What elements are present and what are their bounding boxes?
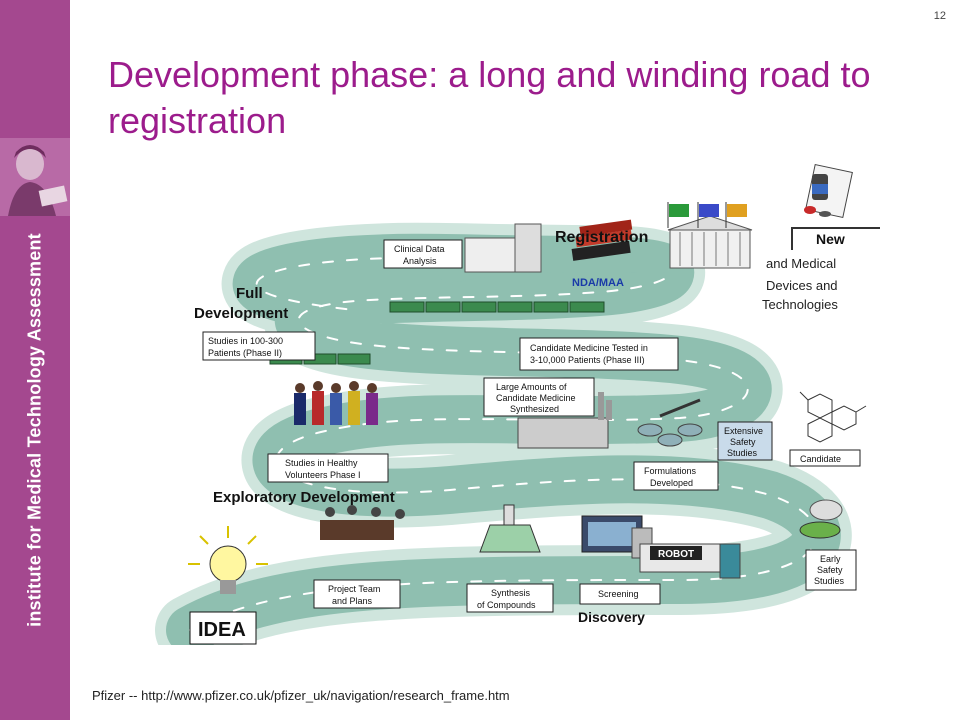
project-team-line2: and Plans xyxy=(332,596,373,606)
sidebar-label: institute for Medical Technology Assessm… xyxy=(24,233,45,627)
lab-mouse-icon xyxy=(799,499,843,539)
extensive-safety-line2: Safety xyxy=(730,437,756,447)
regulator-building-icon xyxy=(667,215,753,269)
early-safety-line1: Early xyxy=(820,554,841,564)
new-line-1: and Medical xyxy=(766,256,836,271)
screening-label: Screening xyxy=(598,589,639,599)
discovery-label: Discovery xyxy=(578,609,645,625)
meeting-table-icon xyxy=(320,505,405,540)
volunteers-group-icon xyxy=(294,381,378,425)
source-citation: Pfizer -- http://www.pfizer.co.uk/pfizer… xyxy=(92,688,510,703)
new-line-2: Devices and xyxy=(766,278,838,293)
large-amounts-line2: Candidate Medicine xyxy=(496,393,576,403)
flags-icon xyxy=(667,202,747,228)
clinical-data-line2: Analysis xyxy=(403,256,437,266)
idea-label: IDEA xyxy=(198,619,246,641)
extensive-safety-line3: Studies xyxy=(727,448,758,458)
robot-label: ROBOT xyxy=(658,549,694,560)
new-line-3: Technologies xyxy=(762,297,838,312)
idea-sign xyxy=(189,611,257,645)
volunteers-line2: Volunteers Phase I xyxy=(285,470,361,480)
synthesis-line2: of Compounds xyxy=(477,600,536,610)
candidate-label: Candidate xyxy=(800,454,841,464)
phase3-line1: Candidate Medicine Tested in xyxy=(530,343,648,353)
early-safety-line3: Studies xyxy=(814,576,845,586)
large-amounts-line1: Large Amounts of xyxy=(496,382,567,392)
factory-icon xyxy=(517,392,612,449)
large-amounts-line3: Synthesized xyxy=(510,404,559,414)
phase3-line2: 3-10,000 Patients (Phase III) xyxy=(530,355,645,365)
synthesis-line1: Synthesis xyxy=(491,588,531,598)
phase2-line2: Patients (Phase II) xyxy=(208,348,282,358)
hospital-beds-phase3-icon xyxy=(389,301,605,313)
slide-title: Development phase: a long and winding ro… xyxy=(108,54,871,141)
robot-icon xyxy=(639,543,741,579)
development-road-diagram: IDEA NDA/MAA Registration New and Medica… xyxy=(155,163,880,645)
project-team-line1: Project Team xyxy=(328,584,380,594)
new-medicine-icon xyxy=(804,163,853,219)
volunteers-line1: Studies in Healthy xyxy=(285,458,358,468)
full-development-line1: Full xyxy=(236,285,263,302)
phase2-line1: Studies in 100-300 xyxy=(208,336,283,346)
pills-syringe-icon xyxy=(637,398,703,447)
exploratory-development-label: Exploratory Development xyxy=(213,489,395,506)
extensive-safety-line1: Extensive xyxy=(724,426,763,436)
slide-number: 12 xyxy=(933,10,946,22)
formulations-line2: Developed xyxy=(650,478,693,488)
registration-label: Registration xyxy=(555,229,648,246)
new-label: New xyxy=(816,231,845,247)
nda-books-icon xyxy=(571,219,633,261)
formulations-line1: Formulations xyxy=(644,466,697,476)
nda-maa-label: NDA/MAA xyxy=(572,277,624,289)
molecule-icon xyxy=(799,391,867,443)
full-development-line2: Development xyxy=(194,305,288,322)
idea-bulb-icon xyxy=(188,526,268,594)
portrait-image xyxy=(0,138,70,216)
office-building-icon xyxy=(464,223,542,273)
sidebar: institute for Medical Technology Assessm… xyxy=(0,0,70,720)
clinical-data-line1: Clinical Data xyxy=(394,244,445,254)
early-safety-line2: Safety xyxy=(817,565,843,575)
lab-flask-icon xyxy=(479,504,541,553)
